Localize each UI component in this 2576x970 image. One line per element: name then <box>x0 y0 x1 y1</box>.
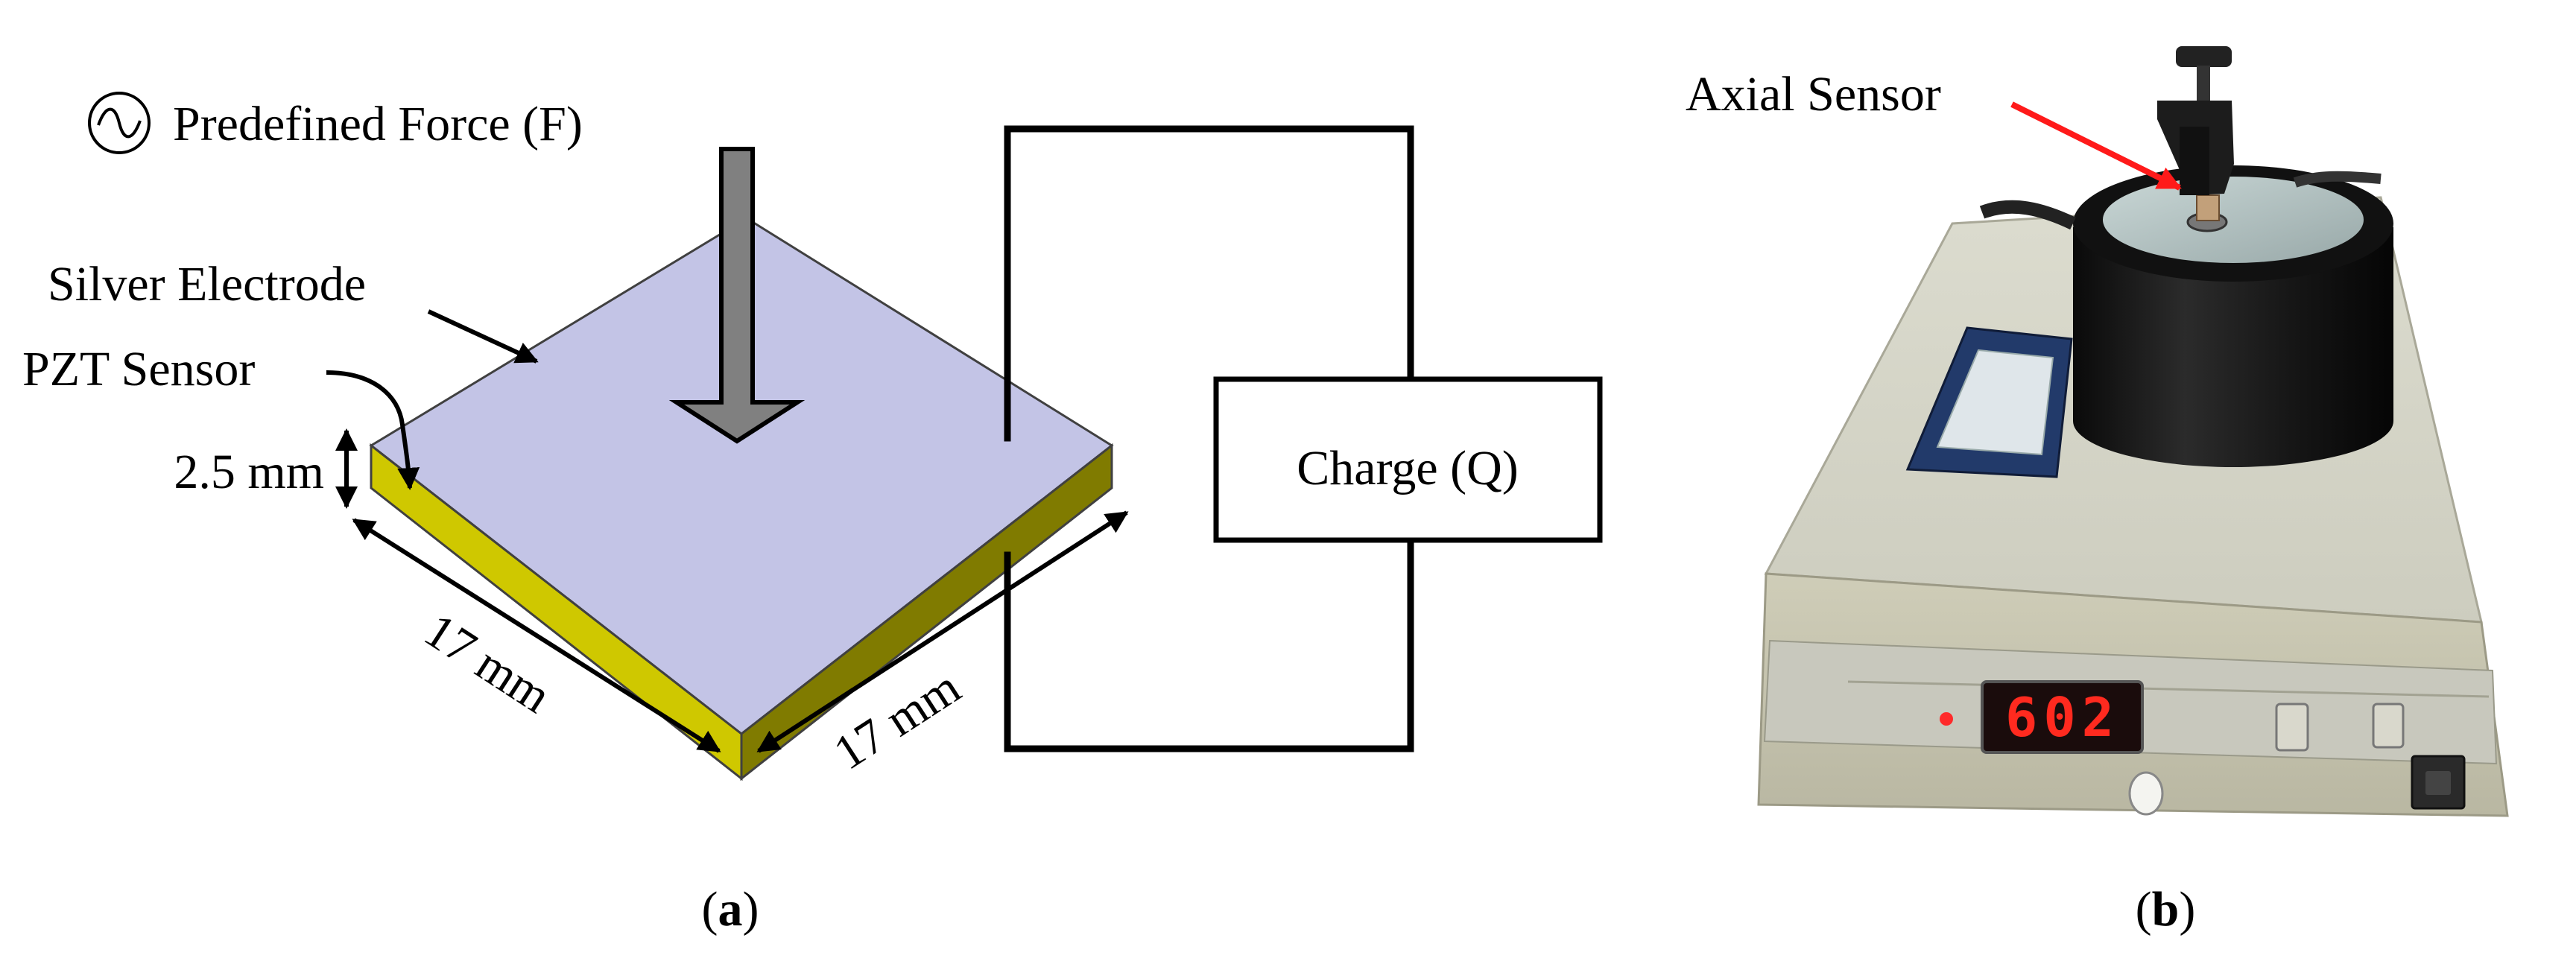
caption-a: (a) <box>702 882 759 936</box>
pointer-label: Axial Sensor <box>1686 67 1941 121</box>
caption-b: (b) <box>2136 882 2196 936</box>
d33-meter-photo: 602 <box>1757 46 2509 817</box>
panel-a: Predefined Force (F) Charge (Q) Silver E… <box>22 92 1603 936</box>
zero-knob <box>2128 771 2164 816</box>
sensor-pointer <box>326 370 420 490</box>
power-led <box>1940 712 1953 726</box>
down-arrow-icon <box>668 147 806 444</box>
ac-source-icon <box>88 92 151 154</box>
length-dimension-right <box>756 510 1129 753</box>
electrode-label: Silver Electrode <box>48 257 366 311</box>
panel-b: 602 <box>1686 46 2509 936</box>
axial-sensor-pointer <box>2010 101 2182 191</box>
meter-display <box>1981 680 2144 754</box>
clamp <box>2157 46 2234 195</box>
length-dimension-left <box>352 518 721 753</box>
sensor-cylinder <box>2073 227 2393 467</box>
sensor-label: PZT Sensor <box>22 342 255 396</box>
charge-label: Charge (Q) <box>1297 441 1519 495</box>
length-label-left: 17 mm <box>415 603 560 723</box>
range-switch <box>2372 703 2405 749</box>
thickness-label: 2.5 mm <box>174 445 324 499</box>
charge-box <box>1213 376 1603 543</box>
force-label: Predefined Force (F) <box>173 97 583 151</box>
display-switch <box>2275 703 2309 752</box>
electrode-pointer <box>427 309 539 364</box>
meter-readout: 602 <box>2005 686 2120 749</box>
